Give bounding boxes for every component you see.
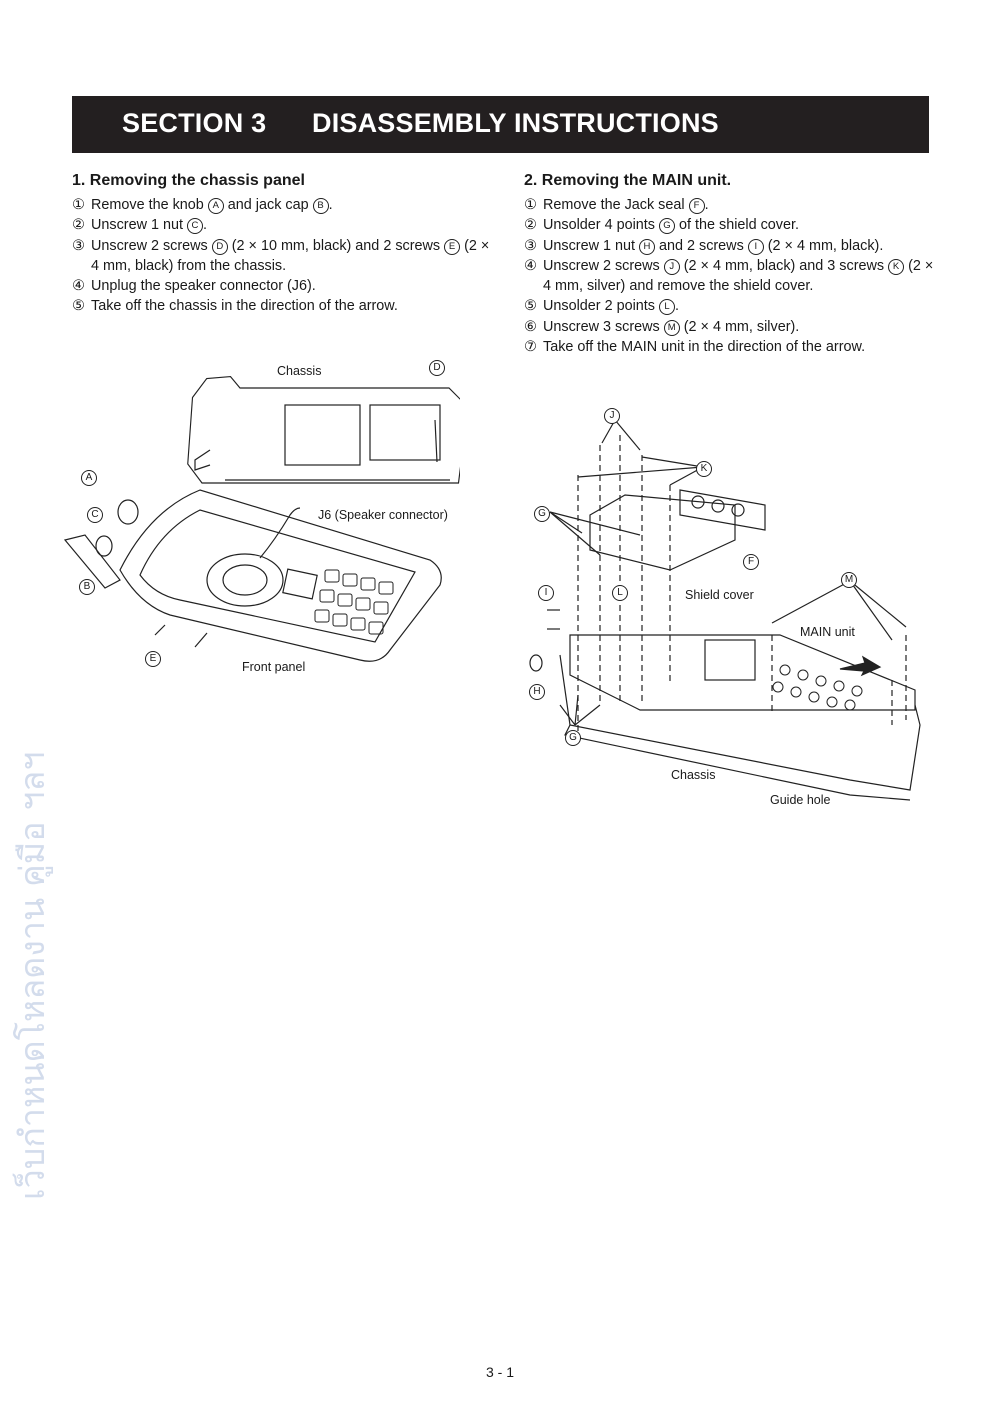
section-number: SECTION 3 <box>122 108 267 138</box>
step-number: ① <box>524 197 537 213</box>
part-callout: K <box>888 258 905 275</box>
chassis-panel-figure: Chassis J6 (Speaker connector) Front pan… <box>60 350 512 690</box>
callout-h: H <box>529 684 545 700</box>
main-unit-illustration <box>529 419 921 801</box>
step-number: ① <box>72 197 85 213</box>
step-number: ② <box>524 217 537 234</box>
step-number: ③ <box>524 237 537 254</box>
label-guide-hole: Guide hole <box>770 793 831 807</box>
label-j6-speaker-connector: J6 (Speaker connector) <box>318 508 448 522</box>
callout-l: L <box>612 585 628 601</box>
part-callout: C <box>186 218 203 235</box>
part-callout: L <box>659 299 675 316</box>
label-shield-cover: Shield cover <box>685 588 754 602</box>
section-title: DISASSEMBLY INSTRUCTIONS <box>312 108 719 138</box>
step-number: ② <box>72 217 85 234</box>
label-front-panel: Front panel <box>242 660 306 674</box>
main-unit-figure: J K G F M I L H G Shield cover MAIN unit… <box>520 405 940 825</box>
part-callout: I <box>747 238 764 255</box>
callout-j: J <box>604 408 620 424</box>
part-callout: M <box>663 319 680 336</box>
label-chassis: Chassis <box>671 768 716 782</box>
chassis-panel-illustration <box>63 364 512 662</box>
part-callout: J <box>663 258 680 275</box>
callout-g-bottom: G <box>565 730 581 746</box>
step-number: ⑤ <box>72 298 85 315</box>
callout-b: B <box>79 579 95 595</box>
step-number: ④ <box>524 257 537 274</box>
label-chassis: Chassis <box>277 364 322 378</box>
background-watermark: เว็บกำหนดโหลดงาน คู่มือ ฯลฯ <box>13 751 53 1200</box>
callout-g-top: G <box>534 506 550 522</box>
step-number: ⑦ <box>524 339 537 356</box>
callout-e: E <box>145 651 161 667</box>
subsection-title: 2. Removing the MAIN unit. <box>524 172 732 189</box>
section-header: SECTION 3 DISASSEMBLY INSTRUCTIONS <box>72 96 929 153</box>
step-number: ③ <box>72 237 85 254</box>
callout-m: M <box>841 572 857 588</box>
callout-i: I <box>538 585 554 601</box>
part-callout: B <box>312 198 329 214</box>
part-callout: H <box>638 238 655 255</box>
callout-c: C <box>87 507 103 523</box>
step-number: ④ <box>72 278 85 295</box>
page-number: 3 - 1 <box>485 1364 514 1380</box>
part-callout: E <box>444 238 461 255</box>
step-number: ⑤ <box>524 298 537 315</box>
part-callout: G <box>659 218 675 235</box>
part-callout: F <box>688 198 705 214</box>
part-callout: A <box>207 198 224 214</box>
label-main-unit: MAIN unit <box>800 625 855 639</box>
part-callout: D <box>211 238 228 255</box>
step-number: ⑥ <box>524 318 537 335</box>
subsection-title: 1. Removing the chassis panel <box>72 172 305 189</box>
callout-a: A <box>81 470 97 486</box>
callout-d: D <box>429 360 445 376</box>
callout-k: K <box>696 461 712 477</box>
callout-f: F <box>743 554 759 570</box>
